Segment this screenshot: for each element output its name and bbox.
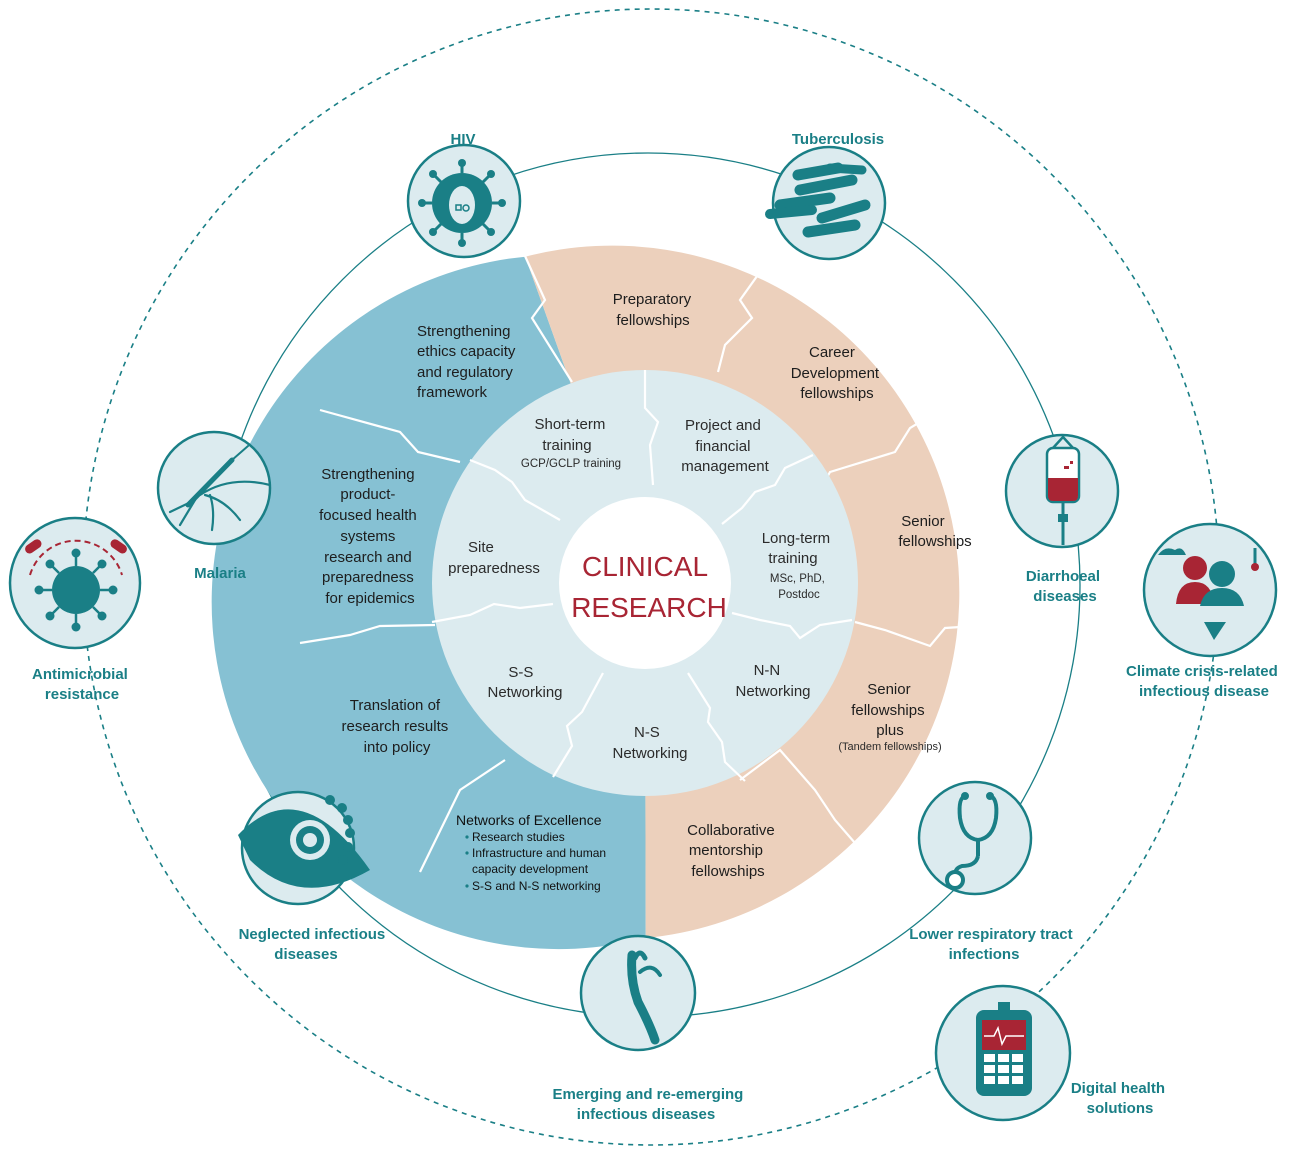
iv-bag-icon <box>1045 435 1081 545</box>
inner-ring-labels: Short-term training GCP/GCLP training Pr… <box>448 416 835 762</box>
disease-labels: HIV Tuberculosis Diarrhoeal diseases Low… <box>32 131 1282 1123</box>
climate-node[interactable] <box>1142 522 1278 658</box>
project-label: Project and financial management <box>681 417 769 475</box>
neglected-node[interactable] <box>238 790 370 906</box>
malaria-node[interactable] <box>156 430 272 546</box>
tb-label: Tuberculosis <box>792 131 884 148</box>
short-term-sub-label: GCP/GCLP training <box>521 458 621 470</box>
noe-item-3: capacity development <box>472 862 589 876</box>
ethics-label: Strengthening ethics capacity and regula… <box>417 323 520 401</box>
tablet-icon <box>976 1002 1032 1096</box>
noe-list: Research studies Infrastructure and huma… <box>465 830 606 893</box>
hiv-label: HIV <box>450 131 475 148</box>
ns-label: N-S Networking <box>612 724 687 762</box>
senior-plus-sub-label: (Tandem fellowships) <box>838 741 941 753</box>
mosquito-icon <box>168 445 272 532</box>
long-term-sub-label: MSc, PhD, Postdoc <box>770 573 828 601</box>
climate-label: Climate crisis-related infectious diseas… <box>1126 663 1282 700</box>
center-title: CLINICAL RESEARCH <box>571 551 727 623</box>
noe-item-4: S-S and N-S networking <box>472 879 601 893</box>
microbe-icon <box>25 539 127 632</box>
nn-label: N-N Networking <box>735 662 810 700</box>
noe-title: Networks of Excellence <box>456 812 602 828</box>
site-label: Site preparedness <box>448 539 540 577</box>
digital-label: Digital health solutions <box>1071 1080 1169 1117</box>
long-term-label: Long-term training <box>762 530 835 567</box>
collab-label: Collaborative mentorship fellowships <box>687 822 779 880</box>
emerging-node[interactable] <box>579 934 697 1052</box>
lrti-label: Lower respiratory tract infections <box>909 926 1077 963</box>
career-label: Career Development fellowships <box>791 344 884 402</box>
tb-node[interactable] <box>765 145 887 261</box>
noe-item-1: Research studies <box>472 830 565 844</box>
stethoscope-icon <box>945 792 999 890</box>
outer-ring-labels: Strengthening ethics capacity and regula… <box>319 291 972 893</box>
translation-label: Translation of research results into pol… <box>342 697 453 756</box>
neglected-label: Neglected infectious diseases <box>239 926 390 963</box>
hiv-node[interactable] <box>406 143 522 259</box>
virus-icon <box>418 159 506 247</box>
emerging-label: Emerging and re-emerging infectious dise… <box>552 1086 747 1123</box>
bacteria-icon <box>765 162 871 238</box>
senior-plus-label: Senior fellowships plus <box>851 681 929 739</box>
noe-item-2: Infrastructure and human <box>472 846 606 860</box>
center-disc <box>559 497 731 669</box>
inner-ring <box>431 370 858 796</box>
digital-node[interactable] <box>934 984 1072 1122</box>
worm-icon <box>627 950 662 1045</box>
diarrhoeal-label: Diarrhoeal diseases <box>1026 568 1104 605</box>
senior-label: Senior fellowships <box>898 513 971 550</box>
climate-people-icon <box>1158 548 1259 640</box>
center-title-line1: CLINICAL <box>582 551 708 582</box>
preparatory-label: Preparatory fellowships <box>613 291 696 329</box>
product-label: Strengthening product- focused health sy… <box>319 466 421 607</box>
disease-icons <box>8 143 1278 1122</box>
center-title-line2: RESEARCH <box>571 592 727 623</box>
amr-label: Antimicrobial resistance <box>32 666 132 703</box>
diarrhoeal-node[interactable] <box>1004 433 1120 549</box>
short-term-label: Short-term training <box>534 416 609 454</box>
eye-icon <box>238 795 370 888</box>
lrti-node[interactable] <box>917 780 1033 896</box>
malaria-label: Malaria <box>194 565 246 582</box>
amr-node[interactable] <box>8 516 142 650</box>
ss-label: S-S Networking <box>487 664 562 701</box>
